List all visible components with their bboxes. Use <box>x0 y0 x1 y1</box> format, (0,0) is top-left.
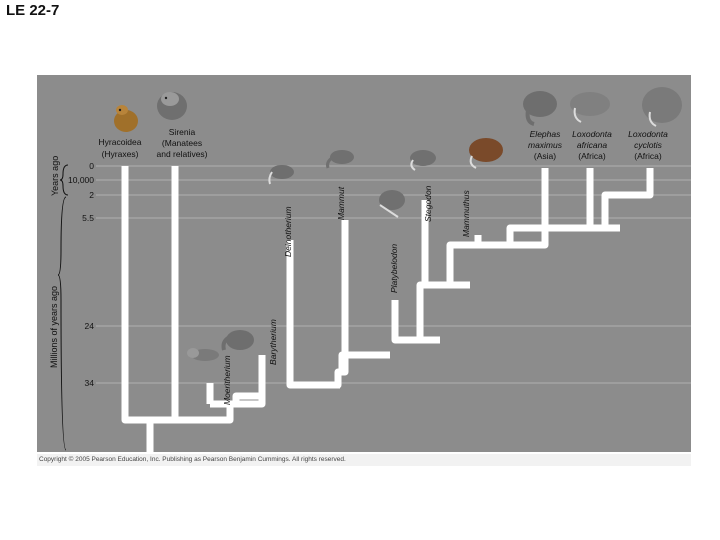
svg-text:africana: africana <box>577 140 608 150</box>
moeritherium-illustration <box>187 348 219 361</box>
svg-text:Loxodonta: Loxodonta <box>572 129 612 139</box>
deinotherium-illustration <box>269 165 294 184</box>
tick-24: 24 <box>85 321 95 331</box>
branch-elephantidae-stem <box>342 355 390 372</box>
taxon-loxodonta-cyclotis-label: Loxodonta cyclotis (Africa) <box>628 129 668 161</box>
tick-labels: 0 10,000 2 5.5 24 34 <box>68 161 94 388</box>
branch-hyracoidea <box>125 166 175 420</box>
svg-text:(Africa): (Africa) <box>578 151 606 161</box>
axis-years-ago: Years ago <box>50 156 68 196</box>
mammoth-illustration <box>469 138 503 168</box>
hyrax-illustration <box>114 105 138 132</box>
taxon-moeritherium-label: Moeritherium <box>222 355 232 405</box>
taxon-hyracoidea-label: Hyracoidea (Hyraxes) <box>99 137 142 159</box>
mammut-illustration <box>328 150 355 168</box>
millions-bracket <box>58 197 66 450</box>
svg-text:(Asia): (Asia) <box>534 151 556 161</box>
svg-text:(Africa): (Africa) <box>634 151 662 161</box>
branch-loxodonta-cyclotis <box>605 168 650 228</box>
taxon-stegodon-label: Stegodon <box>423 185 433 222</box>
millions-years-ago-label: Millions of years ago <box>49 286 59 368</box>
svg-text:Loxodonta: Loxodonta <box>628 129 668 139</box>
svg-text:Elephas: Elephas <box>530 129 561 139</box>
svg-text:cyclotis: cyclotis <box>634 140 663 150</box>
taxon-loxodonta-africana-label: Loxodonta africana (Africa) <box>572 129 612 161</box>
loxodonta-africana-illustration <box>570 92 610 122</box>
svg-text:and relatives): and relatives) <box>156 149 207 159</box>
svg-text:maximus: maximus <box>528 140 563 150</box>
platybelodon-illustration <box>379 190 405 217</box>
svg-text:Sirenia: Sirenia <box>169 127 196 137</box>
taxon-deinotherium-label: Deinotherium <box>283 206 293 257</box>
taxon-mammuthus-label: Mammuthus <box>461 189 471 237</box>
tick-0: 0 <box>89 161 94 171</box>
branch-deinotherium <box>290 240 340 385</box>
svg-text:(Manatees: (Manatees <box>162 138 202 148</box>
tick-2: 2 <box>89 190 94 200</box>
taxon-barytherium-label: Barytherium <box>268 319 278 365</box>
manatee-illustration <box>157 92 187 120</box>
loxodonta-cyclotis-illustration <box>642 87 682 126</box>
years-ago-bracket <box>60 165 68 195</box>
taxon-sirenia-label: Sirenia (Manatees and relatives) <box>156 127 207 159</box>
taxon-mammut-label: Mammut <box>336 186 346 220</box>
svg-text:Hyracoidea: Hyracoidea <box>99 137 142 147</box>
tick-10000: 10,000 <box>68 175 94 185</box>
stegodon-illustration <box>410 150 436 170</box>
taxon-elephas-label: Elephas maximus (Asia) <box>528 129 563 161</box>
tick-5-5: 5.5 <box>82 213 94 223</box>
barytherium-illustration <box>224 330 255 350</box>
elephas-illustration <box>523 91 557 124</box>
axis-millions-years-ago: Millions of years ago <box>49 197 66 450</box>
branch-stegodon-stem <box>420 285 470 340</box>
tick-34: 34 <box>85 378 95 388</box>
taxon-platybelodon-label: Platybelodon <box>389 244 399 293</box>
svg-text:(Hyraxes): (Hyraxes) <box>102 149 139 159</box>
years-ago-label: Years ago <box>50 156 60 196</box>
